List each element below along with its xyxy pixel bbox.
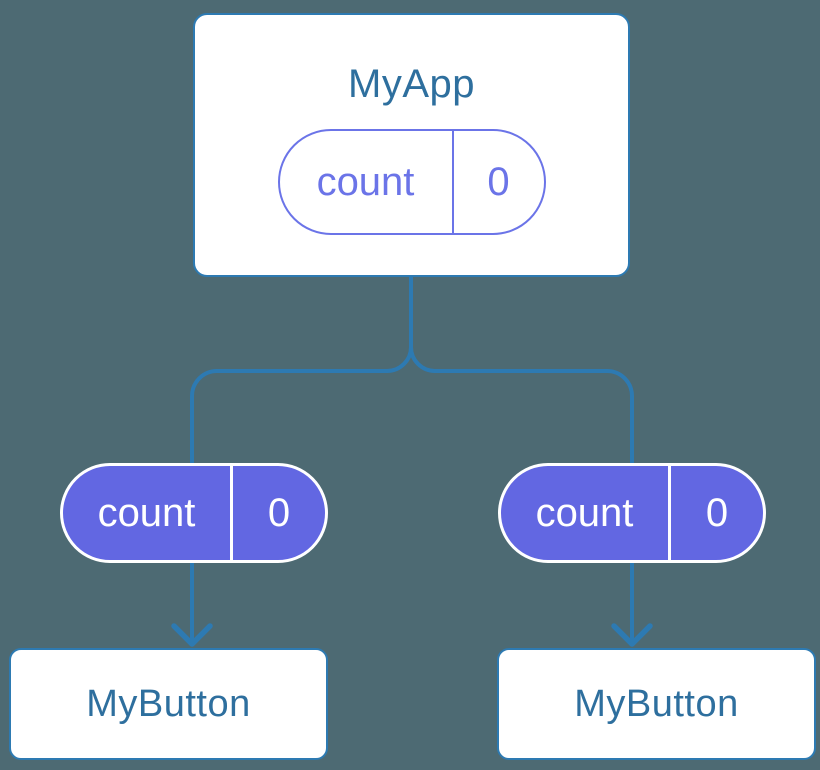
state-pill-myapp: count 0 — [277, 129, 546, 235]
component-title: MyButton — [86, 683, 251, 725]
state-name: count — [280, 131, 454, 233]
component-card-mybutton-right: MyButton — [497, 648, 816, 760]
component-title: MyApp — [348, 62, 475, 106]
prop-value: 0 — [267, 490, 291, 535]
arrow-down-icon — [611, 623, 653, 647]
prop-name: count — [501, 466, 671, 560]
branch-right-line — [409, 346, 634, 644]
prop-name: count — [63, 466, 233, 560]
prop-value: 0 — [705, 490, 729, 535]
component-card-myapp: MyApp count 0 — [193, 13, 630, 277]
component-title: MyButton — [574, 683, 739, 725]
arrow-down-icon — [171, 623, 213, 647]
prop-pill-right: count 0 — [498, 463, 766, 563]
component-card-mybutton-left: MyButton — [9, 648, 328, 760]
branch-left-line — [190, 346, 413, 644]
prop-pill-left: count 0 — [60, 463, 328, 563]
state-value: 0 — [487, 159, 510, 204]
